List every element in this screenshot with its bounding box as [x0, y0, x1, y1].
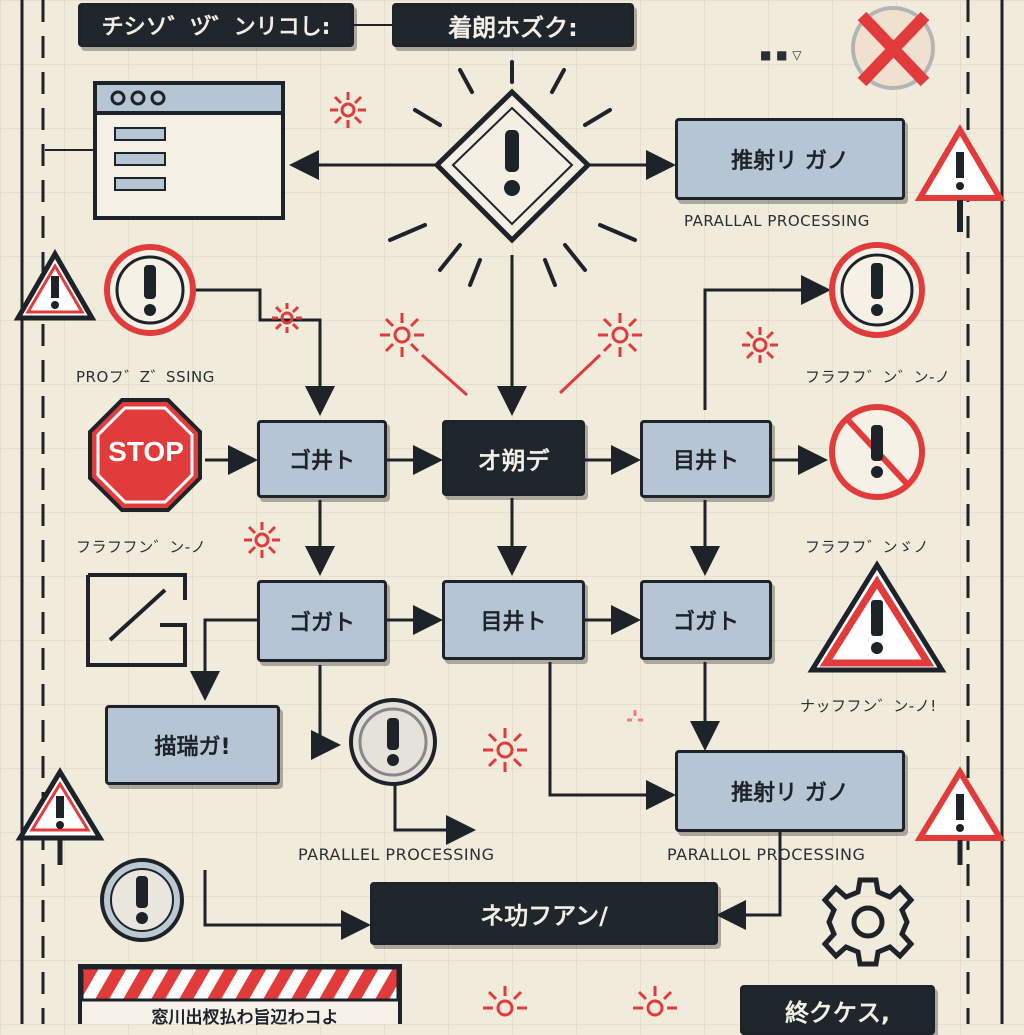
parallel-label-right: PARALLOL PROCESSING	[667, 845, 866, 864]
broken-image-icon	[86, 573, 187, 667]
banner-text: 窓川出杈払わ旨辺わコよ	[151, 1008, 339, 1028]
warning-diamond-icon	[433, 88, 592, 244]
stop-sign-icon	[88, 398, 202, 512]
process-box-right[interactable]: 推射リ ガノ	[675, 750, 905, 832]
note-label-right-mid: フラフフ゛ンゞノ	[805, 538, 930, 556]
prohibited-alert-icon	[829, 404, 925, 500]
parallel-label-top: PARALLAL PROCESSING	[684, 212, 870, 230]
warning-triangle-icon	[807, 560, 947, 673]
note-label-right-upper: フラフフ゛ン゛ン-ノ	[805, 368, 951, 386]
gear-icon	[821, 877, 915, 967]
process-box[interactable]: 目井ト	[640, 420, 772, 498]
alert-circle-icon	[829, 242, 925, 338]
sparkle-icons	[244, 92, 778, 1017]
cancel-x-icon	[851, 6, 935, 90]
stop-sign-label: STOP	[108, 436, 184, 467]
process-box[interactable]: ゴガト	[640, 580, 772, 660]
browser-window-icon	[93, 81, 285, 220]
process-box-top-right[interactable]: 推射リ ガノ	[675, 118, 905, 200]
alert-circle-icon	[104, 244, 196, 336]
header-label-left: チシソ゛ヅ゛ンリコし:	[78, 3, 354, 47]
header-label-right: 着朗ホズク:	[392, 3, 634, 47]
alert-circle-icon	[349, 698, 437, 786]
parallel-label-left: PARALLEL PROCESSING	[298, 845, 495, 864]
striped-banner	[78, 964, 402, 1024]
warning-triangle-icon	[914, 766, 1006, 865]
process-box-bottom[interactable]: ネ功フアン/	[370, 882, 718, 945]
note-label-left: フラフフン゛ン-ノ	[76, 538, 207, 556]
warning-triangle-icon	[914, 124, 1006, 232]
alert-circle-icon	[100, 858, 184, 942]
small-marks: ■ ■ ▽	[760, 48, 803, 62]
process-box-left[interactable]: 描瑞ガ!	[105, 705, 280, 785]
warning-triangle-icon	[13, 249, 97, 321]
note-label-right-lower: ナッフフン゛ン-ノ!	[800, 697, 937, 715]
warning-triangle-icon	[15, 767, 105, 865]
process-box-bottom-right[interactable]: 終クケス,	[740, 985, 935, 1035]
process-box[interactable]: ゴガト	[257, 580, 387, 662]
processing-label: PROフ゛Z゛SSING	[76, 368, 215, 386]
process-box[interactable]: ゴ井ト	[257, 420, 387, 498]
process-box[interactable]: 目井ト	[442, 580, 585, 660]
process-box-main[interactable]: オ朔デ	[442, 420, 585, 496]
